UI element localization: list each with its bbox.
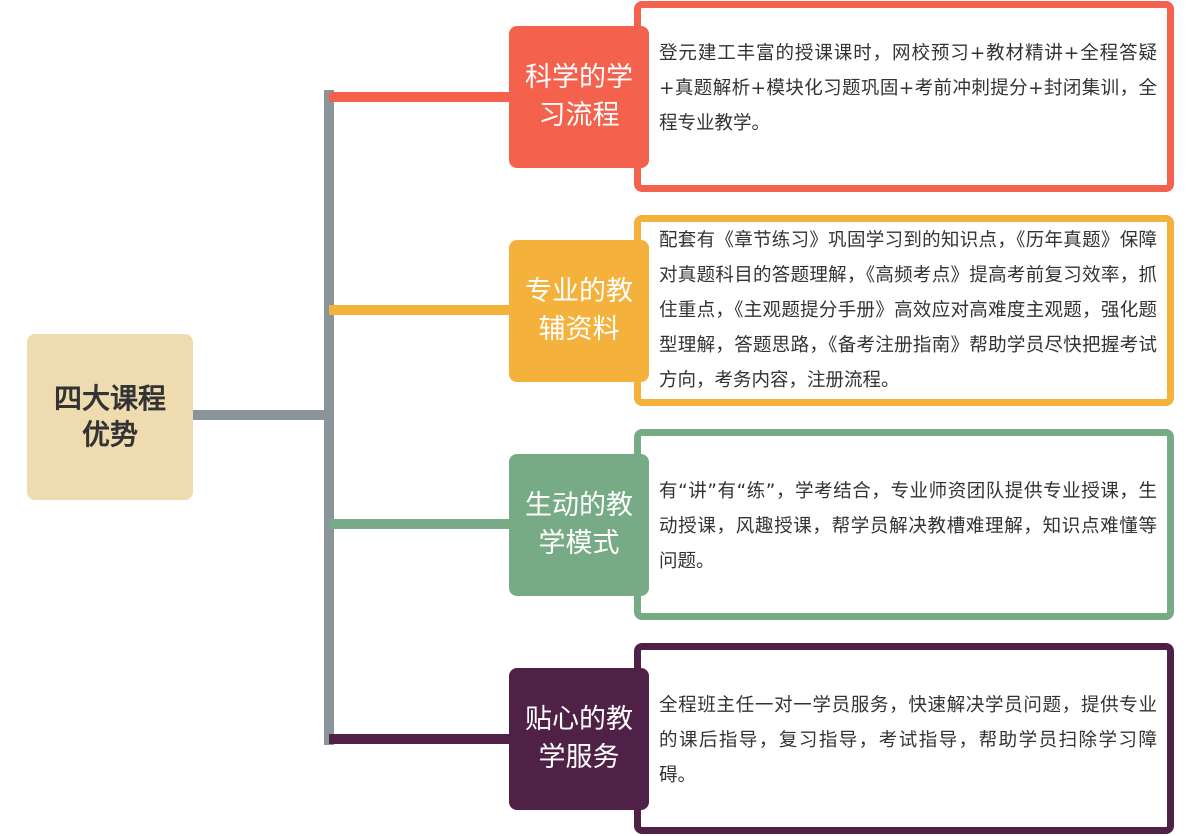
root-connector-line bbox=[193, 410, 334, 420]
branch-desc-3: 有“讲”有“练”，学考结合，专业师资团队提供专业授课，生动授课，风趣授课，帮学员… bbox=[659, 481, 1157, 572]
branch-label-box-2: 专业的教辅资料 bbox=[509, 240, 649, 382]
branch-desc-4: 全程班主任一对一学员服务，快速解决学员问题，提供专业的课后指导，复习指导，考试指… bbox=[659, 695, 1157, 786]
branch-desc-box-3: 有“讲”有“练”，学考结合，专业师资团队提供专业授课，生动授课，风趣授课，帮学员… bbox=[634, 429, 1174, 620]
branch-line-4 bbox=[329, 734, 519, 744]
branch-label-2: 专业的教辅资料 bbox=[525, 276, 633, 345]
branch-desc-box-4: 全程班主任一对一学员服务，快速解决学员问题，提供专业的课后指导，复习指导，考试指… bbox=[634, 643, 1174, 834]
root-title: 四大课程优势 bbox=[53, 382, 166, 451]
branch-line-1 bbox=[329, 92, 519, 102]
branch-desc-2: 配套有《章节练习》巩固学习到的知识点，《历年真题》保障对真题科目的答题理解，《高… bbox=[659, 230, 1157, 391]
root-node: 四大课程优势 bbox=[27, 334, 193, 500]
branch-desc-1: 登元建工丰富的授课课时，网校预习+教材精讲+全程答疑+真题解析+模块化习题巩固+… bbox=[659, 43, 1157, 134]
branch-label-1: 科学的学习流程 bbox=[525, 62, 633, 131]
branch-label-4: 贴心的教学服务 bbox=[525, 704, 633, 773]
branch-line-3 bbox=[329, 519, 519, 529]
branch-label-box-4: 贴心的教学服务 bbox=[509, 668, 649, 810]
spine-line bbox=[324, 90, 334, 745]
branch-desc-box-2: 配套有《章节练习》巩固学习到的知识点，《历年真题》保障对真题科目的答题理解，《高… bbox=[634, 215, 1174, 406]
branch-label-box-1: 科学的学习流程 bbox=[509, 26, 649, 168]
branch-line-2 bbox=[329, 305, 519, 315]
branch-label-3: 生动的教学模式 bbox=[525, 490, 633, 559]
branch-desc-box-1: 登元建工丰富的授课课时，网校预习+教材精讲+全程答疑+真题解析+模块化习题巩固+… bbox=[634, 1, 1174, 192]
branch-label-box-3: 生动的教学模式 bbox=[509, 454, 649, 596]
